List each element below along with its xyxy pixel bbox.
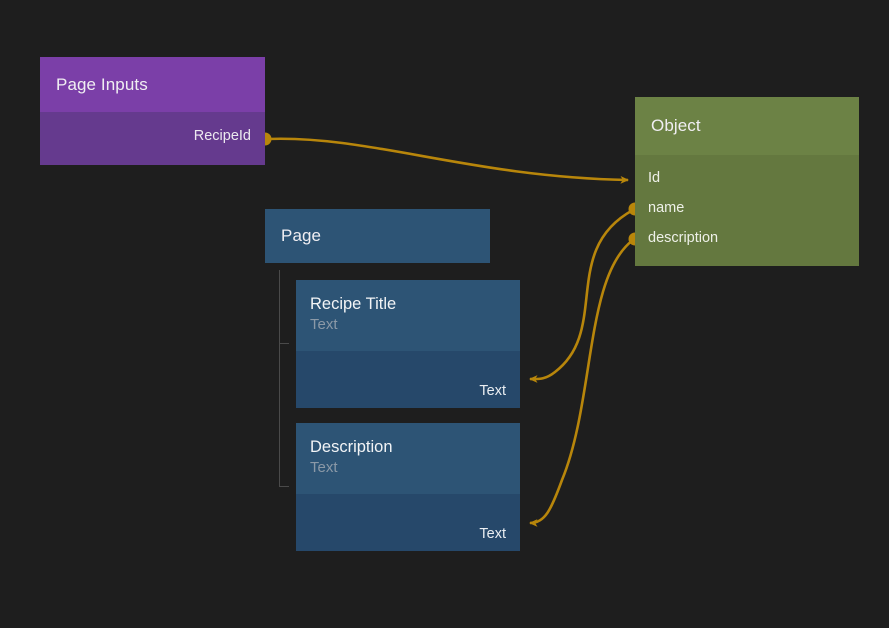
node-recipe-title-body: Text <box>296 351 520 408</box>
node-page-inputs[interactable]: Page Inputs RecipeId <box>40 57 265 165</box>
node-page-inputs-body: RecipeId <box>40 112 265 165</box>
node-object-body: Id name description <box>635 155 859 266</box>
object-field-id-label: Id <box>648 170 661 186</box>
object-field-description-label: description <box>648 230 719 246</box>
node-description-body: Text <box>296 494 520 551</box>
node-recipe-title-header[interactable]: Recipe Title Text <box>296 280 520 351</box>
output-port-recipeid[interactable]: RecipeId <box>194 126 251 146</box>
node-description[interactable]: Description Text Text <box>296 423 520 551</box>
node-page-inputs-header[interactable]: Page Inputs <box>40 57 265 112</box>
edge-recipeid-to-id <box>266 137 629 184</box>
node-page-header[interactable]: Page <box>265 209 490 263</box>
node-description-port-label[interactable]: Text <box>479 526 506 542</box>
node-recipe-title[interactable]: Recipe Title Text Text <box>296 280 520 408</box>
object-field-name[interactable]: name <box>648 199 684 217</box>
node-page[interactable]: Page <box>265 209 490 263</box>
node-page-title: Page <box>281 226 322 245</box>
output-port-recipeid-label: RecipeId <box>193 128 251 144</box>
node-description-name: Description <box>310 438 393 456</box>
edge-name-to-recipe-title <box>529 208 634 383</box>
edge-description-to-description-text <box>529 238 634 527</box>
object-field-name-label: name <box>648 200 685 216</box>
node-object-title: Object <box>651 116 701 135</box>
node-object-header[interactable]: Object <box>635 97 859 155</box>
tree-trunk-line <box>279 270 280 487</box>
object-field-description[interactable]: description <box>648 229 718 247</box>
node-object[interactable]: Object Id name description <box>635 97 859 266</box>
tree-branch-description <box>279 486 289 487</box>
node-recipe-title-name: Recipe Title <box>310 295 397 313</box>
node-recipe-title-port-label[interactable]: Text <box>479 383 506 399</box>
node-recipe-title-type: Text <box>310 316 338 333</box>
object-field-id[interactable]: Id <box>648 169 660 187</box>
node-page-inputs-title: Page Inputs <box>56 74 148 94</box>
tree-branch-recipe-title <box>279 343 289 344</box>
node-description-header[interactable]: Description Text <box>296 423 520 494</box>
node-description-type: Text <box>310 459 338 476</box>
